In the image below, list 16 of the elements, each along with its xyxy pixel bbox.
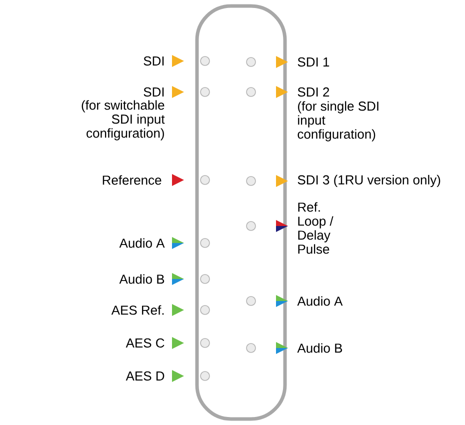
port-label: AES D bbox=[126, 371, 164, 381]
port-label: Reference bbox=[102, 175, 162, 185]
port-label: Ref. Loop / Delay Pulse bbox=[298, 202, 334, 254]
port-label: SDI bbox=[144, 87, 164, 97]
port-label: AES C bbox=[126, 338, 164, 348]
port-label: Audio B bbox=[297, 343, 342, 353]
port-label: (for single SDI input configuration) bbox=[298, 101, 378, 142]
port-label: AES Ref. bbox=[111, 305, 164, 315]
port-label: SDI 3 (1RU version only) bbox=[298, 174, 440, 188]
port-label: Audio A bbox=[119, 238, 165, 248]
port-label: Audio B bbox=[119, 274, 164, 284]
port-label: Audio A bbox=[297, 296, 343, 306]
port-label: SDI 2 bbox=[298, 87, 330, 97]
port-label: (for switchable SDI input configuration) bbox=[82, 100, 165, 140]
port-label: SDI 1 bbox=[298, 57, 330, 67]
port-label: SDI bbox=[144, 56, 164, 66]
